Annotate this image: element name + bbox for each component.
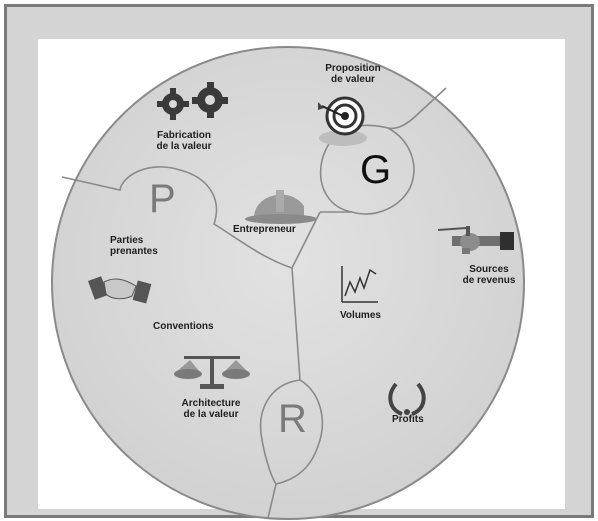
- divider-bottom: [267, 267, 324, 519]
- letter-g: G: [360, 148, 392, 192]
- label-architecture-de-la-valeur: Architecture de la valeur: [181, 398, 241, 420]
- gears-icon: [157, 82, 228, 120]
- label-conventions: Conventions: [153, 321, 214, 332]
- line-chart-icon: [341, 266, 378, 303]
- scales-icon: [174, 356, 250, 389]
- label-proposition-de-valeur: Proposition de valeur: [325, 63, 381, 85]
- laurel-wreath-icon: [388, 382, 426, 416]
- label-fabrication-de-la-valeur: Fabrication de la valeur: [156, 130, 212, 152]
- r-puzzle-edge: [259, 379, 301, 485]
- g-puzzle-edge: [319, 124, 389, 213]
- hard-hat-icon: [245, 190, 317, 224]
- label-volumes: Volumes: [340, 310, 381, 321]
- divider-top-right: [320, 87, 447, 215]
- label-parties-prenantes: Parties prenantes: [110, 235, 158, 257]
- label-profits: Profits: [392, 414, 424, 425]
- letter-p: P: [149, 177, 176, 221]
- divider-left: [61, 166, 293, 269]
- handshake-icon: [88, 276, 152, 304]
- divider-center-to-g: [291, 211, 321, 269]
- label-entrepreneur: Entrepreneur: [233, 224, 296, 235]
- label-sources-de-revenus: Sources de revenus: [462, 264, 516, 286]
- target-icon: [318, 96, 367, 146]
- letter-r: R: [278, 397, 307, 441]
- main-circle: [51, 46, 525, 520]
- faucet-icon: [437, 226, 514, 254]
